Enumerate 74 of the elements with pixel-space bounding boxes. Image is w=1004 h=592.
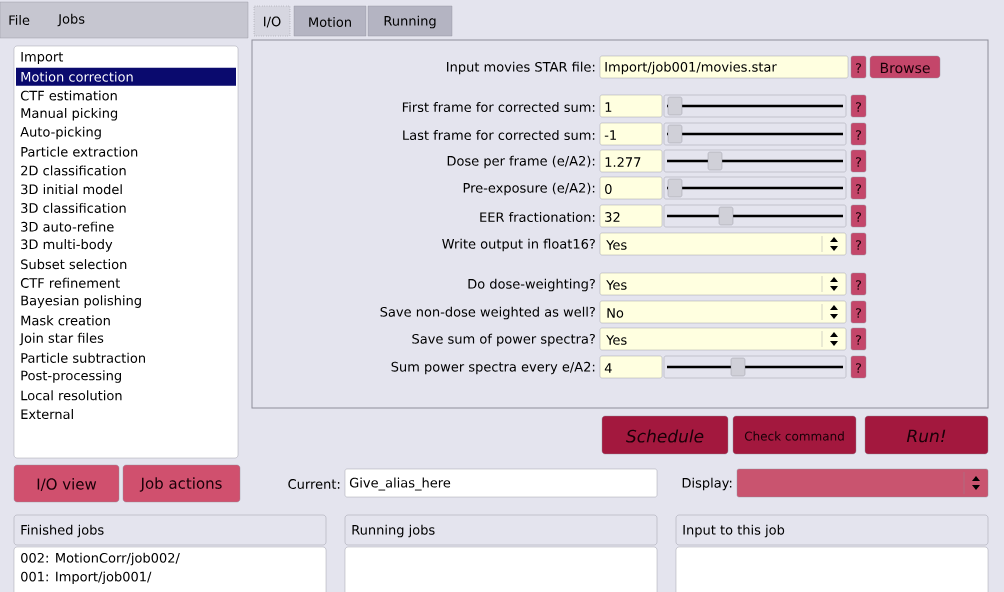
button: Schedule (601, 415, 729, 455)
help-button: ? (850, 272, 867, 296)
help-button: ? (850, 149, 867, 173)
tab: Running (367, 5, 453, 37)
field-label: EER fractionation: (480, 211, 595, 223)
field-label: Write output in float16? (442, 238, 595, 252)
field-label: Display: (682, 477, 732, 491)
list-item: Post-processing (21, 370, 121, 383)
help-button: ? (850, 327, 867, 351)
list-item: Bayesian polishing (21, 295, 141, 308)
help-button: ? (850, 94, 867, 118)
input-field: 0 (599, 176, 663, 200)
list-item: Local resolution (21, 390, 122, 401)
button: Job actions (122, 464, 241, 503)
help-button: ? (850, 122, 867, 146)
list-item: Import (21, 51, 64, 65)
list-item: 002: MotionCorr/job002/ (21, 552, 180, 566)
list-item: 001: Import/job001/ (21, 571, 152, 585)
field-label: Pre-exposure (e/A2): (463, 182, 595, 196)
dropdown: Yes (599, 232, 847, 256)
list-item: CTF refinement (20, 277, 120, 288)
field-label: Do dose-weighting? (468, 278, 595, 292)
field-label: Input movies STAR file: (447, 61, 595, 75)
field-label: First frame for corrected sum: (402, 101, 595, 113)
help-button: ? (850, 355, 867, 379)
dropdown (736, 468, 989, 498)
list-item: 3D initial model (21, 184, 122, 195)
field-label: Dose per frame (e/A2): (447, 155, 595, 169)
panel-header: Input to this job (675, 514, 989, 546)
button: Check command (732, 415, 857, 455)
list-item: Particle subtraction (21, 352, 145, 363)
input-field: 1 (599, 94, 663, 118)
menu-item: Jobs (57, 13, 85, 27)
list-item: 3D multi-body (21, 239, 113, 252)
field-label: Save sum of power spectra? (412, 333, 595, 347)
button: Run! (864, 415, 989, 455)
input-field: 4 (599, 355, 663, 379)
list-box (675, 546, 989, 592)
tab: I/O (253, 5, 291, 37)
input-field: 32 (599, 204, 663, 228)
list-item: Mask creation (21, 315, 110, 326)
menu-item: File (9, 14, 30, 26)
panel-header: Running jobs (344, 514, 658, 546)
help-button: ? (850, 300, 867, 324)
input-field: 1.277 (599, 149, 663, 173)
help-button: ? (850, 204, 867, 228)
field-label: Last frame for corrected sum: (403, 129, 595, 141)
list-box (344, 546, 658, 592)
field-label: Save non-dose weighted as well? (380, 306, 595, 320)
list-item: 3D classification (21, 202, 126, 213)
button: Browse (869, 55, 941, 79)
field-label: Current: (288, 479, 340, 489)
input-field: Give_alias_here (344, 468, 658, 498)
list-item: CTF estimation (20, 90, 117, 101)
list-item: Particle extraction (21, 146, 138, 157)
field-label: Sum power spectra every e/A2: (391, 361, 595, 375)
list-item: Subset selection (21, 259, 127, 270)
help-button: ? (850, 176, 867, 200)
help-button: ? (850, 55, 867, 79)
input-field: -1 (599, 122, 663, 146)
help-button: ? (850, 232, 867, 256)
list-item: 2D classification (21, 165, 126, 176)
button: I/O view (13, 464, 120, 503)
input-field: Import/job001/movies.star (599, 55, 849, 79)
list-item: Manual picking (21, 107, 118, 121)
dropdown: No (599, 300, 847, 324)
panel-header: Finished jobs (13, 514, 327, 546)
dropdown: Yes (599, 327, 847, 351)
list-item: 3D auto-refine (21, 221, 114, 232)
tab: Motion (293, 5, 367, 37)
list-item: Join star files (19, 332, 104, 346)
list-item: Auto-picking (20, 126, 101, 140)
list-item: External (21, 409, 73, 420)
dropdown: Yes (599, 272, 847, 296)
